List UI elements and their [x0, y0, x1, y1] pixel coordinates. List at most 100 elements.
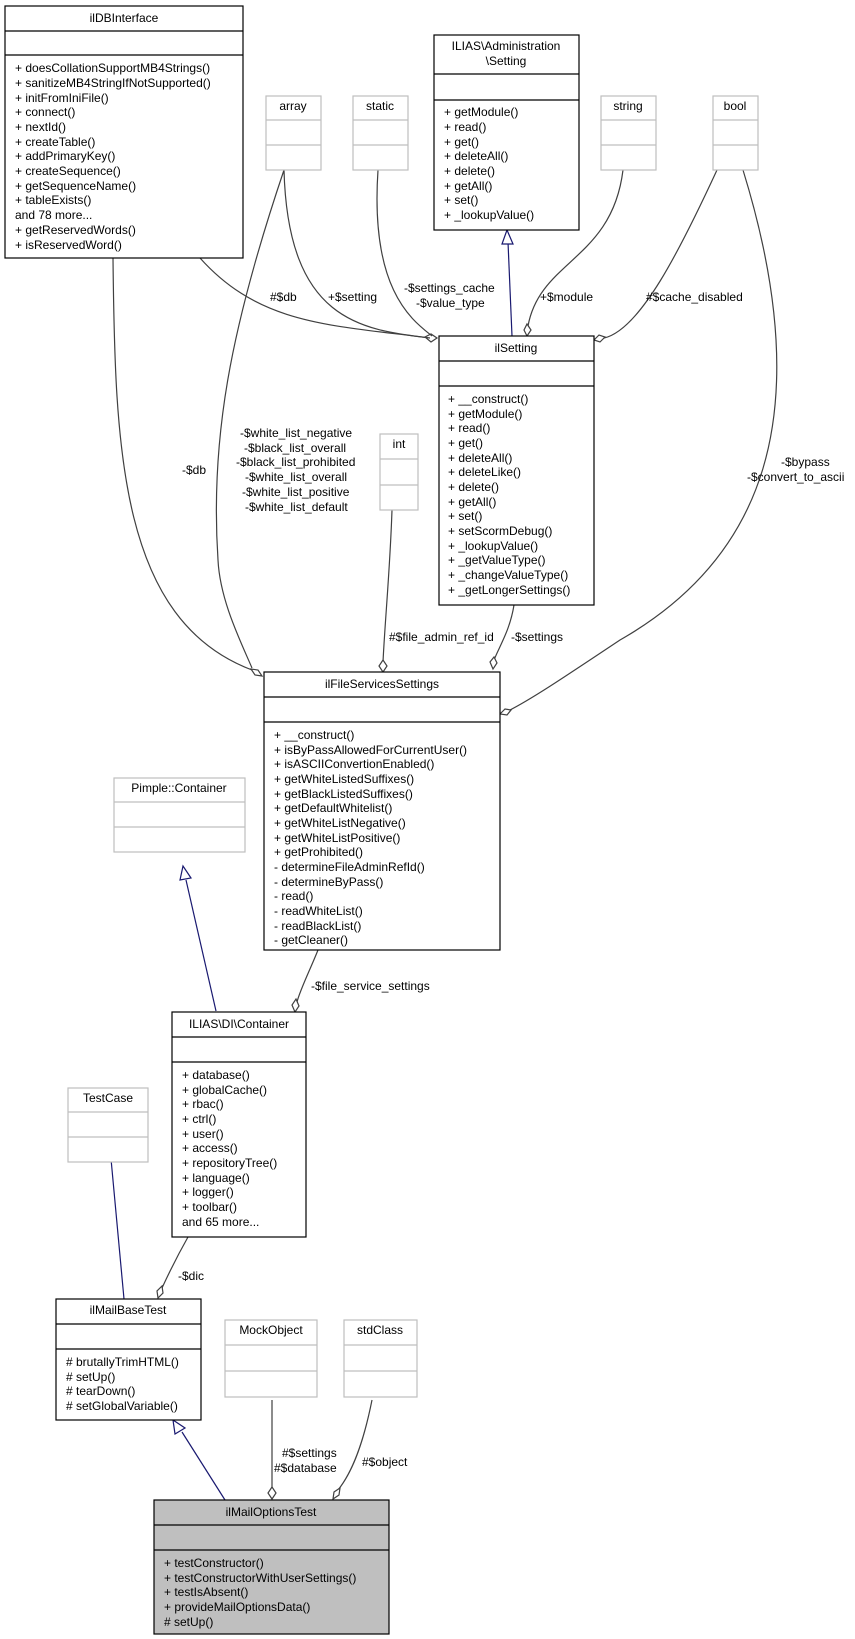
edge-db-to-fileservices-diamond [249, 668, 264, 677]
member: + getWhiteListPositive() [274, 831, 400, 845]
member: + provideMailOptionsData() [164, 1600, 310, 1614]
class-name: ilMailOptionsTest [226, 1505, 317, 1519]
label-file-service-settings: -$file_service_settings [311, 979, 430, 993]
member-list: # brutallyTrimHTML() # setUp() # tearDow… [66, 1355, 179, 1413]
member: + getDefaultWhitelist() [274, 801, 392, 815]
member: + getModule() [444, 105, 518, 119]
member: - determineByPass() [274, 875, 383, 889]
edge-ilsetting-to-fileservices-diamond [489, 655, 498, 671]
edge-int-to-fileservices-diamond [378, 658, 388, 674]
member: + isReservedWord() [15, 238, 122, 252]
class-name: ilSetting [495, 341, 538, 355]
member: + delete() [448, 480, 499, 494]
member: + getSequenceName() [15, 179, 136, 193]
edge-fileservices-to-di [296, 949, 319, 1003]
class-ilfileservicessettings[interactable]: ilFileServicesSettings + __construct() +… [263, 671, 501, 951]
label-setting: +$setting [328, 290, 377, 304]
class-ildbinterface[interactable]: ilDBInterface + doesCollationSupportMB4S… [4, 5, 244, 259]
member: + tableExists() [15, 193, 91, 207]
member: + database() [182, 1068, 250, 1082]
class-string[interactable]: string [600, 95, 657, 171]
label-dic: -$dic [178, 1269, 204, 1283]
class-ilmailoptionstest[interactable]: ilMailOptionsTest + testConstructor() + … [153, 1499, 390, 1635]
class-mockobject[interactable]: MockObject [224, 1319, 318, 1398]
label-white-list-default: -$white_list_default [245, 500, 348, 514]
member: + set() [444, 193, 478, 207]
member: + getModule() [448, 407, 522, 421]
class-setting-interface[interactable]: ILIAS\Administration \Setting + getModul… [433, 34, 580, 231]
member: + initFromIniFile() [15, 91, 109, 105]
label-module: +$module [540, 290, 593, 304]
member: + access() [182, 1141, 238, 1155]
member: + getWhiteListedSuffixes() [274, 772, 414, 786]
member: - readBlackList() [274, 919, 361, 933]
member: + logger() [182, 1185, 234, 1199]
member: + testIsAbsent() [164, 1585, 248, 1599]
member: # tearDown() [66, 1384, 135, 1398]
member: - getCleaner() [274, 933, 348, 947]
member: + deleteLike() [448, 465, 521, 479]
edge-db-to-ilsetting [199, 257, 431, 339]
member: + repositoryTree() [182, 1156, 277, 1170]
edge-fileservices-to-di-diamond [291, 997, 300, 1014]
member: + sanitizeMB4StringIfNotSupported() [15, 76, 211, 90]
edge-bool-to-fileservices-diamond [498, 708, 513, 716]
class-di-container[interactable]: ILIAS\DI\Container + database() + global… [171, 1011, 307, 1238]
class-static[interactable]: static [352, 95, 409, 171]
label-db-ilsetting: #$db [270, 290, 297, 304]
member-list: + doesCollationSupportMB4Strings() + san… [15, 61, 211, 252]
member: and 78 more... [15, 208, 92, 222]
edge-di-to-mailbase-diamond [156, 1284, 164, 1300]
member: + ctrl() [182, 1112, 216, 1126]
member: + read() [448, 421, 490, 435]
member: # setUp() [66, 1370, 115, 1384]
class-name: ilDBInterface [90, 11, 159, 25]
class-name: static [366, 99, 394, 113]
member-list: + __construct() + isByPassAllowedForCurr… [274, 728, 467, 947]
class-int[interactable]: int [379, 433, 419, 511]
member: + isASCIIConvertionEnabled() [274, 757, 434, 771]
member: + deleteAll() [448, 451, 512, 465]
class-testcase[interactable]: TestCase [67, 1087, 149, 1163]
class-ilmailbasetest[interactable]: ilMailBaseTest # brutallyTrimHTML() # se… [55, 1298, 202, 1421]
edge-pimple-inheritance [185, 879, 217, 1012]
class-name: ILIAS\DI\Container [189, 1017, 289, 1031]
edge-db-to-fileservices [112, 257, 253, 671]
member: + _getValueType() [448, 553, 546, 567]
class-name: ilFileServicesSettings [325, 677, 439, 691]
member: + __construct() [448, 392, 528, 406]
class-stdclass[interactable]: stdClass [343, 1319, 418, 1398]
class-name-line1: ILIAS\Administration [452, 39, 561, 53]
member: + __construct() [274, 728, 354, 742]
member: # setGlobalVariable() [66, 1399, 178, 1413]
member: + getAll() [444, 179, 492, 193]
member: + getWhiteListNegative() [274, 816, 406, 830]
label-mock-settings: #$settings [282, 1446, 337, 1460]
edge-string-to-ilsetting-diamond [523, 322, 532, 338]
class-name: TestCase [83, 1091, 133, 1105]
member: + get() [444, 135, 479, 149]
edge-array-to-fileservices [215, 169, 285, 669]
member: + _lookupValue() [448, 539, 538, 553]
edge-pimple-inheritance-arrow [179, 864, 193, 881]
class-name: array [279, 99, 306, 113]
member: + rbac() [182, 1097, 224, 1111]
class-pimple-container[interactable]: Pimple::Container [113, 777, 246, 853]
edge-bool-to-ilsetting-diamond [592, 334, 607, 343]
edge-labels: #$db +$setting -$settings_cache -$value_… [178, 281, 844, 1475]
label-black-list-overall: -$black_list_overall [244, 441, 346, 455]
class-name: string [613, 99, 642, 113]
member: + language() [182, 1171, 250, 1185]
class-bool[interactable]: bool [712, 95, 759, 171]
member: + globalCache() [182, 1083, 267, 1097]
class-name: ilMailBaseTest [90, 1303, 167, 1317]
label-white-list-positive: -$white_list_positive [242, 485, 350, 499]
member: + createTable() [15, 135, 95, 149]
edge-mailbase-inheritance-arrow [172, 1418, 187, 1435]
member: + setScormDebug() [448, 524, 552, 538]
class-ilsetting[interactable]: ilSetting + __construct() + getModule() … [438, 335, 595, 606]
member: + read() [444, 120, 486, 134]
edge-stdclass-to-optionstest-diamond [332, 1486, 341, 1501]
member: - readWhiteList() [274, 904, 363, 918]
class-array[interactable]: array [265, 95, 322, 171]
